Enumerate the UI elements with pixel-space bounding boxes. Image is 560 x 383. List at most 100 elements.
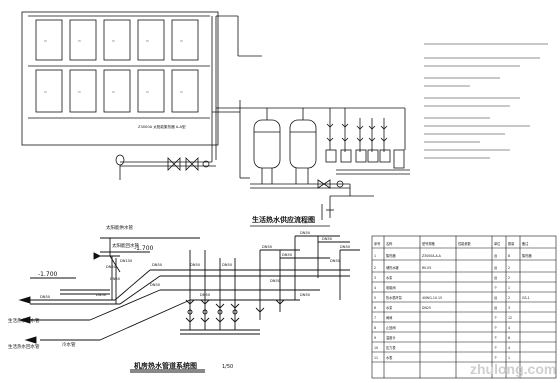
- table-header-cell: 序号: [374, 241, 380, 246]
- svg-text:▭: ▭: [180, 90, 183, 94]
- svg-text:▭: ▭: [112, 90, 115, 94]
- collector-panel: [171, 69, 199, 113]
- schematic-title: 生活热水供应流程图: [252, 215, 315, 224]
- storage-tank: [253, 119, 281, 169]
- dn-labels: DN150 DN50 DN50 DN50 DN50 DN50 DN50 DN50…: [40, 231, 351, 299]
- table-cell: 热水循环泵: [386, 295, 403, 300]
- domestic-supply-label: 生活热水供水管: [8, 317, 40, 324]
- svg-text:DN50: DN50: [222, 263, 233, 267]
- svg-text:DN50: DN50: [152, 263, 163, 267]
- table-cell: 台: [494, 305, 497, 310]
- svg-text:DN50: DN50: [322, 237, 333, 241]
- table-cell: 闸阀: [386, 315, 392, 320]
- table-cell: 个: [494, 316, 498, 320]
- svg-text:DN50: DN50: [270, 279, 281, 283]
- collector-panel: [103, 19, 131, 61]
- domestic-return-label: 生活热水回水管: [8, 343, 40, 350]
- table-cell: 8: [374, 326, 376, 330]
- svg-text:DN150: DN150: [120, 259, 133, 263]
- panel-tags: ▭▭▭▭▭ ▭▭▭▭▭: [44, 39, 183, 94]
- collector-label: Z3000A 太阳能集热器 A-A型: [138, 124, 186, 129]
- table-cell: 2: [374, 266, 376, 270]
- table-cell: 11: [374, 356, 378, 360]
- system-title: 机房热水管道系统图: [134, 361, 197, 370]
- svg-text:DN50: DN50: [96, 293, 107, 297]
- table-cell: 个: [494, 336, 498, 340]
- table-header-cell: 数量: [508, 241, 515, 246]
- table-cell: 集热器: [386, 253, 396, 258]
- table-cell: 5: [374, 296, 376, 300]
- table-header-cell: 型号规格: [422, 241, 436, 246]
- table-cell: 个: [494, 356, 498, 360]
- collector-panel: [35, 69, 63, 113]
- pump-box: [367, 149, 379, 163]
- table-cell: 台: [494, 275, 497, 280]
- svg-text:DN50: DN50: [150, 283, 161, 287]
- table-cell: 3: [374, 276, 376, 280]
- table-cell: 水表: [386, 355, 393, 360]
- collector-frame: [21, 11, 219, 146]
- table-header-cell: 名称: [386, 241, 393, 246]
- collector-panel: [103, 69, 131, 113]
- equipment-table: [371, 235, 557, 379]
- svg-text:▭: ▭: [44, 39, 47, 43]
- svg-text:DN50: DN50: [200, 293, 211, 297]
- table-cell: 台: [494, 265, 497, 270]
- table-cell: 1: [508, 356, 510, 360]
- table-cell: 3: [508, 306, 510, 310]
- table-cell: 2: [508, 266, 510, 270]
- table-cell: RV-05: [422, 266, 431, 270]
- table-cell: 4: [508, 326, 510, 330]
- table-cell: 温度计: [386, 335, 396, 340]
- collector-panel: [171, 19, 199, 61]
- svg-text:DN50: DN50: [330, 259, 341, 263]
- collector-panel: [69, 19, 97, 61]
- table-cell: 40WG-10-15: [422, 296, 442, 300]
- scale-label: 1/50: [222, 364, 233, 370]
- table-cell: 集热器: [522, 253, 532, 258]
- cold-water-label: 冷水管: [62, 341, 76, 348]
- pump-box: [355, 149, 367, 163]
- collector-panel: [35, 19, 63, 61]
- svg-text:▭: ▭: [112, 39, 115, 43]
- table-cell: GS-1: [522, 296, 530, 300]
- table-cell: 7: [374, 316, 376, 320]
- svg-text:DN50: DN50: [106, 265, 117, 269]
- table-cell: 1: [374, 254, 376, 258]
- svg-text:DN50: DN50: [340, 245, 351, 249]
- svg-text:DN50: DN50: [300, 293, 311, 297]
- table-cell: DN25: [422, 306, 431, 310]
- solar-return-label: 太阳能回水管: [112, 242, 139, 249]
- table-header-cell: 单位: [494, 241, 501, 246]
- table-cell: 个: [494, 346, 498, 350]
- svg-text:▭: ▭: [146, 39, 149, 43]
- storage-tank: [289, 119, 317, 169]
- table-cell: 个: [494, 286, 498, 290]
- svg-text:▭: ▭: [44, 90, 47, 94]
- svg-text:DN50: DN50: [110, 277, 121, 281]
- level-bottom: -1.700: [38, 271, 58, 278]
- table-cell: 止回阀: [386, 325, 396, 330]
- level-top: -1.700: [134, 245, 154, 252]
- flow-schematic: [115, 16, 410, 227]
- table-cell: 6: [508, 336, 510, 340]
- notes-block: [424, 43, 548, 159]
- table-cell: 水泵: [386, 275, 393, 280]
- table-cell: 储热水罐: [386, 265, 400, 270]
- table-cell: 台: [494, 295, 497, 300]
- table-header-cell: 性能参数: [458, 241, 472, 246]
- table-cell: 10: [374, 346, 378, 350]
- table-cell: Z3000A-A-A: [422, 254, 442, 258]
- table-cell: 8: [508, 254, 510, 258]
- table-cell: 1: [508, 286, 510, 290]
- table-cell: 4: [374, 286, 376, 290]
- svg-text:▭: ▭: [78, 90, 81, 94]
- pump-box: [325, 149, 337, 163]
- table-cell: 压力表: [386, 345, 396, 350]
- table-cell: 2: [508, 276, 510, 280]
- svg-text:▭: ▭: [78, 39, 81, 43]
- table-cell: 台: [494, 253, 497, 258]
- watermark: zhulong.com: [470, 361, 556, 377]
